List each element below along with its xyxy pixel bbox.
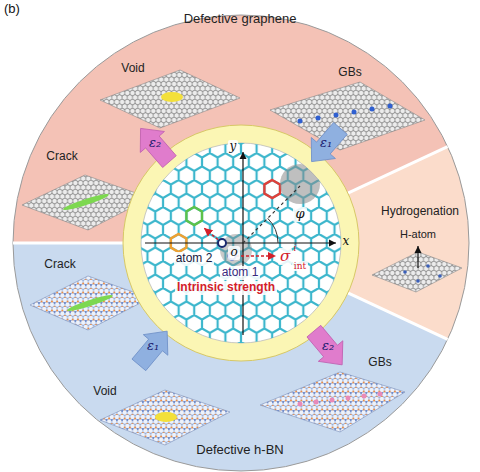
defect-label: Crack	[46, 150, 77, 164]
stress-label: int	[292, 261, 308, 271]
defect-label: GBs	[338, 66, 361, 80]
defect-label: Void	[121, 62, 144, 76]
atom-label: atom 1	[220, 266, 261, 280]
section-title: Defective h-BN	[196, 443, 283, 458]
atom-label: H-atom	[400, 228, 436, 241]
strain-label: ε₁	[320, 136, 332, 151]
defect-label: Crack	[44, 258, 75, 272]
defect-label: Void	[93, 385, 116, 399]
defect-label: GBs	[368, 356, 391, 370]
strain-label: ε₂	[149, 136, 161, 151]
axis-label: o	[228, 246, 239, 260]
stress-label: σ	[278, 248, 292, 265]
strain-label: ε₂	[322, 339, 334, 354]
panel-label: (b)	[4, 2, 20, 17]
axis-label: x	[343, 235, 350, 249]
section-title: Defective graphene	[184, 12, 297, 27]
property-label: Intrinsic strength	[175, 281, 277, 295]
axis-label: y	[228, 140, 239, 154]
section-title: Hydrogenation	[381, 205, 459, 219]
strain-label: ε₁	[147, 339, 159, 354]
atom-label: atom 2	[174, 252, 215, 266]
angle-label: φ	[293, 207, 306, 222]
stress-label: i	[294, 243, 297, 253]
